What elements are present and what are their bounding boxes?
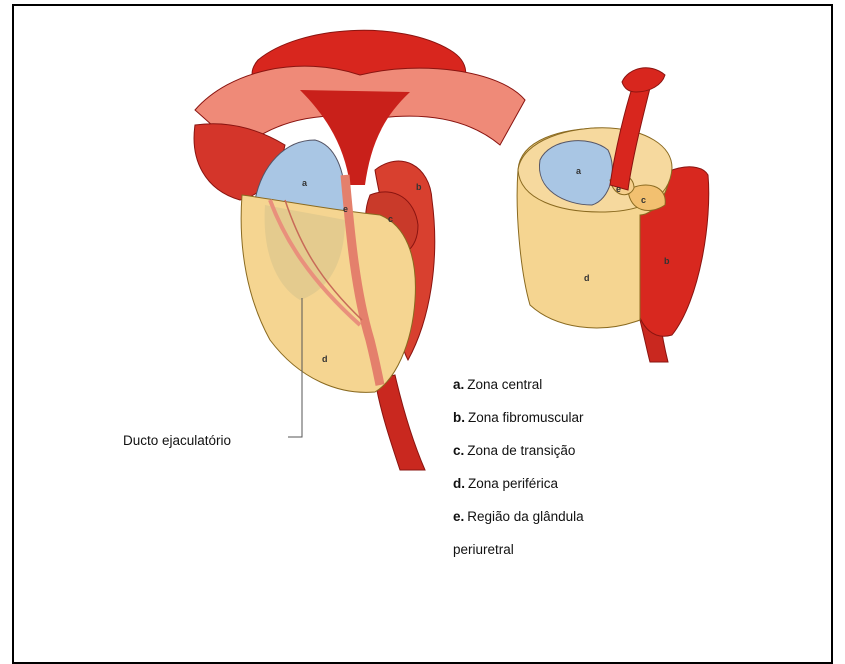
legend-item-e: e.Região da glândula [453,510,584,543]
legend-text: Zona periférica [468,476,558,491]
legend-item-c: c.Zona de transição [453,444,584,477]
legend-letter: c. [453,443,464,458]
legend-text: Região da glândula [467,509,583,524]
right-zone-label-d: d [584,273,590,283]
legend-letter: e. [453,509,464,524]
legend-letter: b. [453,410,465,425]
legend-letter: d. [453,476,465,491]
zone-legend: a.Zona central b.Zona fibromuscular c.Zo… [453,378,584,576]
right-zone-label-e: e [616,184,621,194]
legend-text: Zona fibromuscular [468,410,584,425]
left-zone-label-b: b [416,182,422,192]
right-zone-label-c: c [641,195,646,205]
right-zone-label-b: b [664,256,670,266]
left-zone-label-c: c [388,214,393,224]
legend-text: Zona central [467,377,542,392]
right-prostate-illustration: a b c d e [517,68,709,362]
legend-item-b: b.Zona fibromuscular [453,411,584,444]
legend-text: Zona de transição [467,443,575,458]
legend-continuation: periuretral [453,543,584,576]
legend-letter: a. [453,377,464,392]
legend-item-d: d.Zona periférica [453,477,584,510]
legend-item-a: a.Zona central [453,378,584,411]
left-zone-label-e: e [343,204,348,214]
ejaculatory-duct-label: Ducto ejaculatório [123,433,231,448]
left-zone-label-d: d [322,354,328,364]
